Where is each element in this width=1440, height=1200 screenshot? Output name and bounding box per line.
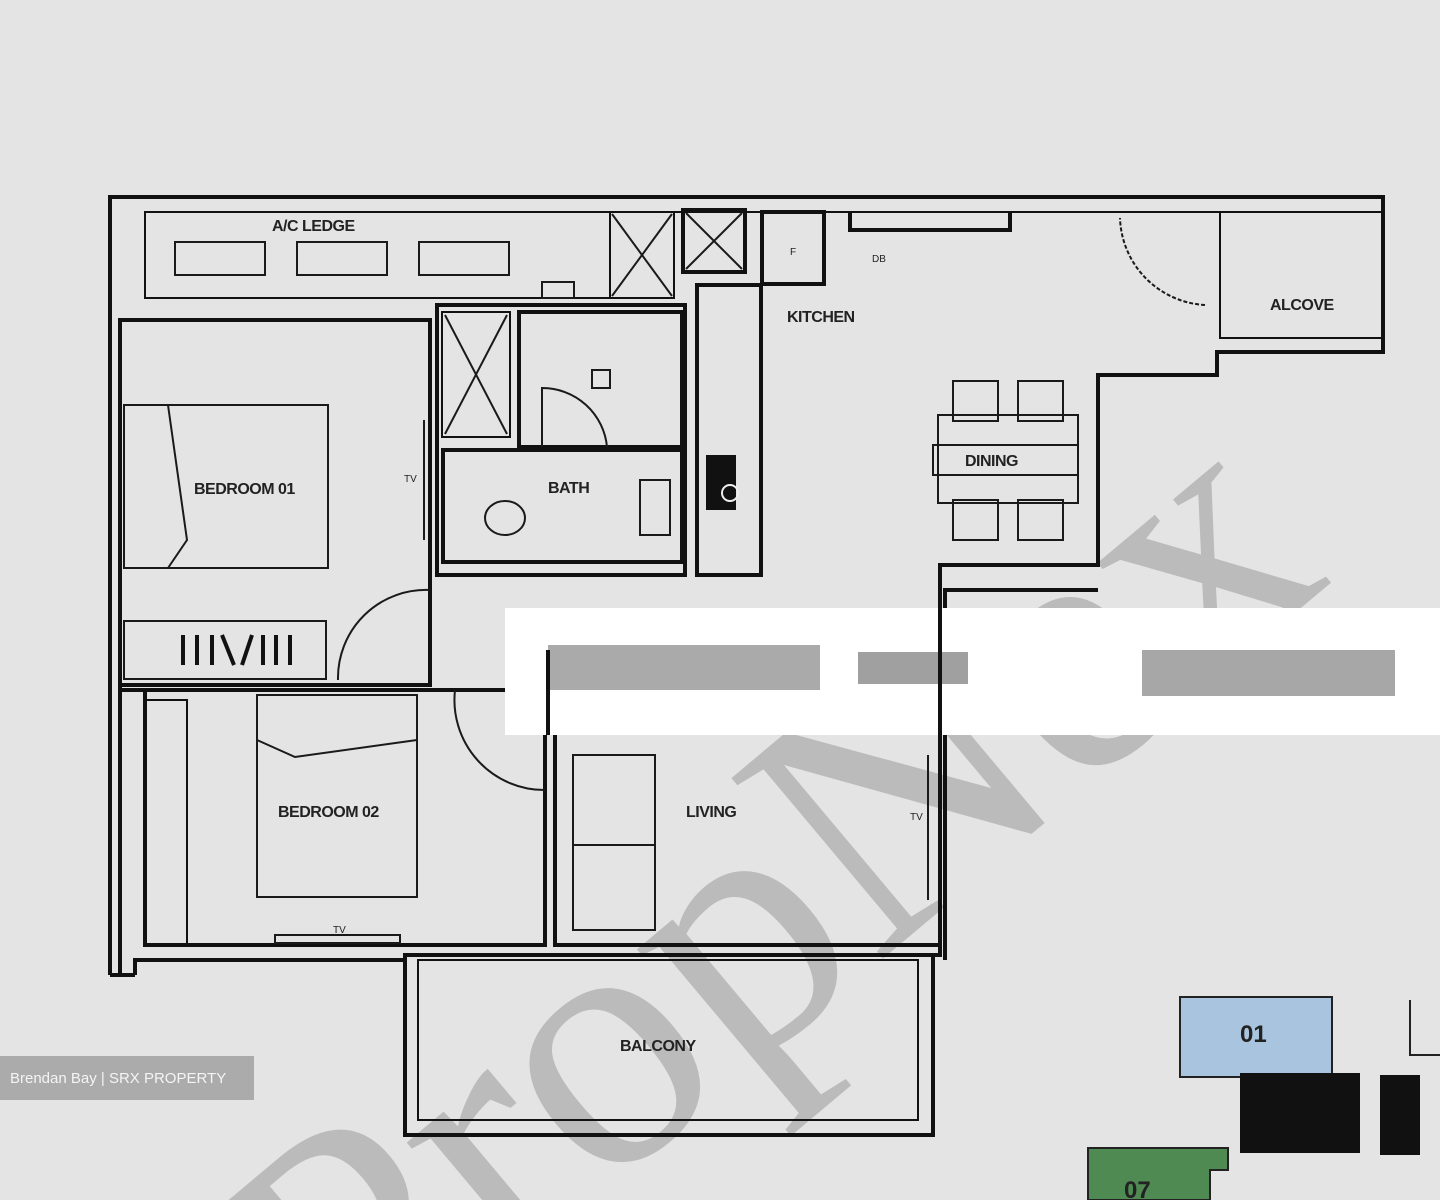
svg-text:LIVING: LIVING xyxy=(686,804,736,821)
svg-text:BATH: BATH xyxy=(548,480,589,497)
credit-banner: Brendan Bay | SRX PROPERTY xyxy=(0,1056,254,1100)
balcony: BALCONY xyxy=(417,959,919,1121)
bath: BATH xyxy=(435,303,687,577)
svg-text:DINING: DINING xyxy=(965,453,1018,470)
svg-text:TV: TV xyxy=(404,474,417,485)
dining: DINING xyxy=(932,380,1098,960)
svg-text:ALCOVE: ALCOVE xyxy=(1270,297,1335,314)
svg-text:DB: DB xyxy=(872,254,886,265)
svg-text:TV: TV xyxy=(333,925,346,936)
key-plan: 01 07 xyxy=(1087,996,1440,1200)
redacted-band xyxy=(505,608,1440,735)
svg-text:TV: TV xyxy=(910,812,923,823)
key-unit-01 xyxy=(1179,996,1333,1078)
svg-text:A/C LEDGE: A/C LEDGE xyxy=(272,218,355,235)
bedroom-02: BEDROOM 02 TV xyxy=(120,688,547,947)
ac-ledge: A/C LEDGE xyxy=(144,211,675,299)
living: TV LIVING xyxy=(553,680,938,947)
bedroom-01: TV BEDROOM 01 xyxy=(118,318,432,975)
svg-text:F: F xyxy=(790,247,796,258)
kitchen: F DB KITCHEN xyxy=(695,210,1206,577)
key-unit-07 xyxy=(1087,1147,1229,1200)
alcove: ALCOVE xyxy=(1219,211,1384,339)
service-shaft xyxy=(681,208,747,274)
svg-text:BEDROOM 02: BEDROOM 02 xyxy=(278,804,379,821)
svg-text:BEDROOM 01: BEDROOM 01 xyxy=(194,481,295,498)
svg-text:07: 07 xyxy=(1124,1177,1151,1200)
svg-text:01: 01 xyxy=(1240,1021,1267,1048)
svg-text:BALCONY: BALCONY xyxy=(620,1038,696,1055)
svg-text:KITCHEN: KITCHEN xyxy=(787,309,855,326)
